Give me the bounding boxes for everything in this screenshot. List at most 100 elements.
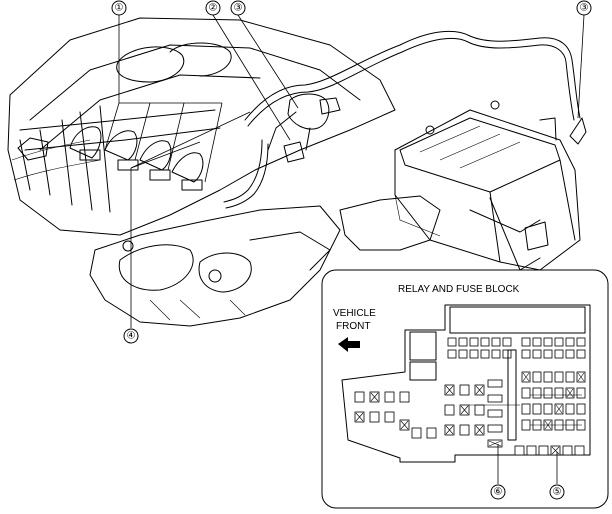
fuse [532, 387, 542, 399]
fuse [543, 387, 553, 399]
arrow-left-icon [338, 337, 360, 352]
callout-2-label: ② [209, 3, 218, 14]
fuse [526, 445, 537, 456]
fuse [487, 424, 503, 433]
fuse [554, 371, 564, 383]
callout-3-right: ③ [576, 0, 592, 16]
fuse [543, 371, 553, 383]
fuse-cluster-top [447, 337, 586, 359]
callout-4: ④ [123, 328, 139, 344]
fuse [491, 349, 501, 359]
fuse [532, 337, 542, 347]
fuse [521, 403, 531, 415]
fuse [426, 427, 437, 439]
fuse [554, 349, 564, 359]
fuse [565, 349, 575, 359]
fuse [576, 387, 586, 399]
fuse [384, 391, 395, 403]
callout-6-label: ⑥ [494, 487, 503, 498]
fuse [487, 409, 503, 418]
fuse [354, 391, 365, 403]
fuse [543, 337, 553, 347]
fuse [447, 337, 457, 347]
fuse [532, 349, 542, 359]
fuse [411, 427, 422, 439]
fuse [521, 349, 531, 359]
fuse-mark [577, 372, 585, 382]
callout-6: ⑥ [490, 484, 506, 500]
fuse [399, 391, 410, 403]
fuse [491, 337, 501, 347]
fuse [554, 387, 564, 399]
fuse-mark [400, 420, 409, 430]
fuse [565, 337, 575, 347]
fuse [502, 349, 512, 359]
callout-1: ① [111, 0, 127, 16]
fuse [444, 404, 455, 416]
fuse [565, 403, 575, 415]
fuse [458, 349, 468, 359]
fuse-mark [566, 388, 574, 398]
callout-3-left-label: ③ [234, 3, 243, 14]
fuse [576, 403, 586, 415]
fuse [538, 445, 549, 456]
fuse [474, 404, 485, 416]
fuse [576, 337, 586, 347]
fuse [532, 371, 542, 383]
fuse-mark [370, 392, 379, 402]
fuse-cluster-left [354, 384, 485, 439]
fuse [459, 424, 470, 436]
fuse [574, 445, 585, 456]
fuse [469, 349, 479, 359]
inset-title: RELAY AND FUSE BLOCK [398, 284, 520, 295]
fuse [565, 371, 575, 383]
engine-assembly [7, 17, 396, 236]
fuse [514, 445, 525, 456]
fuse [480, 349, 490, 359]
callout-3-right-label: ③ [580, 3, 589, 14]
vehicle-front-label-line2: FRONT [336, 321, 370, 332]
fuse [487, 394, 503, 403]
fuse [480, 337, 490, 347]
fuse [543, 403, 553, 415]
fuse [487, 379, 503, 388]
fuse [458, 337, 468, 347]
fuse [543, 349, 553, 359]
callout-3-left: ③ [230, 0, 246, 16]
fuse-mark [445, 385, 454, 395]
fuse [576, 349, 586, 359]
fuse-mark [475, 425, 484, 435]
fuse-mark [445, 425, 454, 435]
relay-fuse-box-3d [394, 100, 581, 271]
callout-4-label: ④ [127, 331, 136, 342]
fuse [554, 337, 564, 347]
fuse [502, 337, 512, 347]
leader-lines [104, 14, 585, 328]
fuse [521, 419, 531, 431]
fuse [447, 349, 457, 359]
fuse-mark [488, 440, 502, 447]
callout-2: ② [205, 0, 221, 16]
relay-fuse-block-inset: RELAY AND FUSE BLOCK VEHICLE FRONT [321, 197, 609, 509]
fuse-mark [555, 404, 563, 414]
fuse [521, 337, 531, 347]
fuse [521, 387, 531, 399]
vehicle-front-label-line1: VEHICLE [333, 308, 376, 319]
fuse [384, 411, 395, 423]
fuse-mark [355, 412, 364, 422]
fuse [459, 384, 470, 396]
fuse [369, 411, 380, 423]
fuse-mark [475, 385, 484, 395]
callout-1-label: ① [115, 3, 124, 14]
fuse-mark [522, 372, 530, 382]
callout-5-label: ⑤ [553, 487, 562, 498]
callout-5: ⑤ [549, 484, 565, 500]
fuse [562, 445, 573, 456]
fuse-mark [460, 405, 469, 415]
wiring-harness [223, 30, 587, 209]
fuse-mark [551, 446, 560, 455]
fuse-cluster-bottom [514, 445, 585, 456]
fuse [532, 403, 542, 415]
fuse [469, 337, 479, 347]
